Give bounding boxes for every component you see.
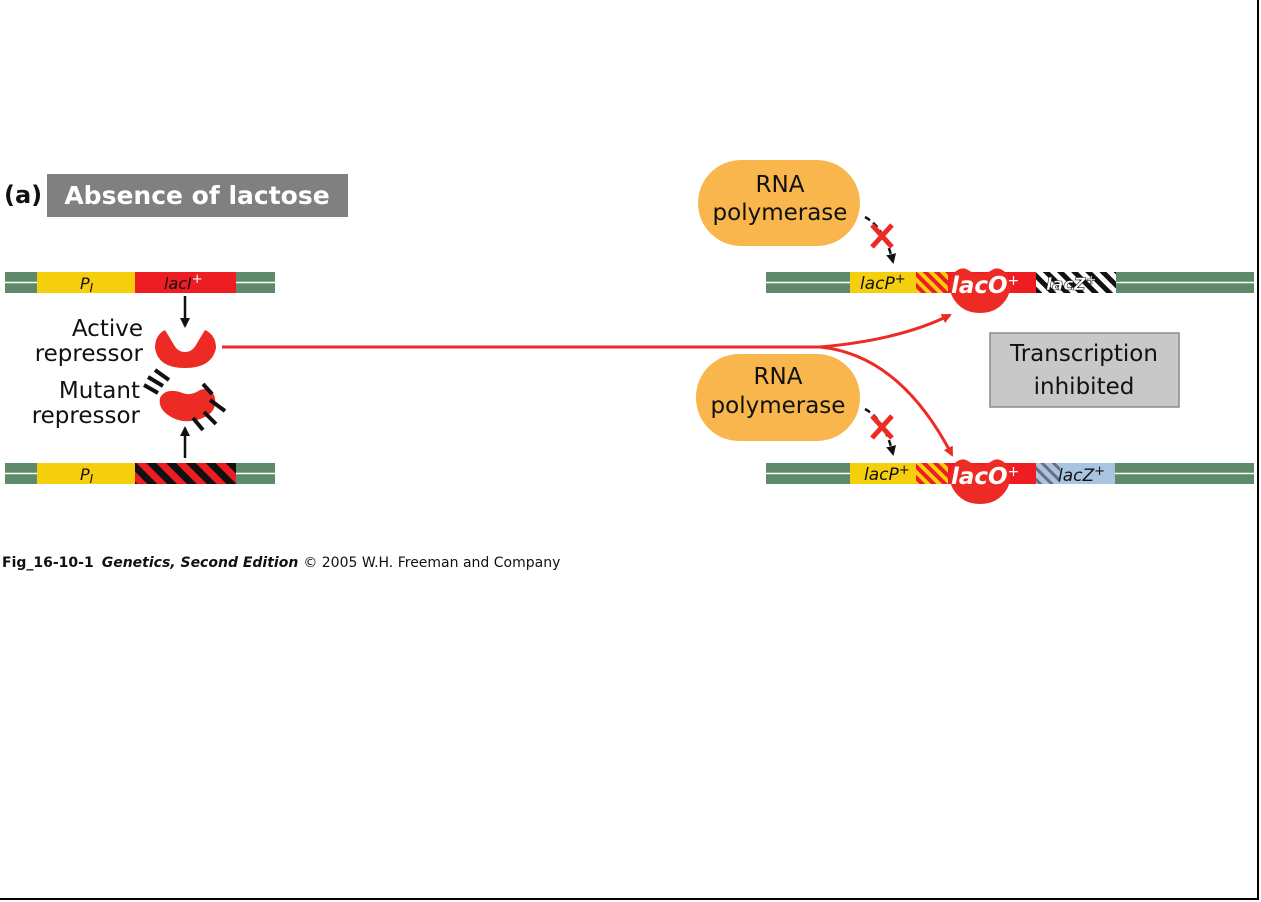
panel-letter: (a) xyxy=(4,181,42,209)
mutant-laci-gene xyxy=(135,463,236,484)
panel-title-box xyxy=(47,174,348,217)
svg-text:Transcription: Transcription xyxy=(1009,341,1158,367)
bottom-operon: lacP+ lacO+ lacZ+ xyxy=(766,459,1254,504)
blocked-x-icon-top xyxy=(870,223,894,249)
lacz-label-top: lacZ+ xyxy=(1046,273,1097,295)
mutant-repressor-label-2: repressor xyxy=(32,403,141,429)
svg-text:polymerase: polymerase xyxy=(713,200,848,226)
pi-label-top: PI xyxy=(80,274,94,295)
lacp-region-top xyxy=(850,272,916,293)
lacp-region-bottom xyxy=(850,463,916,484)
mutant-repressor-label-1: Mutant xyxy=(59,378,140,404)
rna-polymerase-bottom: RNA polymerase xyxy=(696,354,860,441)
laci-label: lacI+ xyxy=(164,272,203,293)
lacz-label-bottom: lacZ+ xyxy=(1058,464,1105,486)
active-repressor-label-2: repressor xyxy=(35,341,144,367)
pi-label-bottom: PI xyxy=(80,465,94,486)
active-repressor-label-1: Active xyxy=(72,316,143,342)
transcription-status-box: Transcription inhibited xyxy=(989,332,1180,408)
lacp-label-top: lacP+ xyxy=(860,272,906,294)
top-operon: lacP+ lacO+ lacZ+ xyxy=(766,268,1254,313)
repressor-path-top xyxy=(819,313,952,349)
svg-text:RNA: RNA xyxy=(756,172,805,198)
mutant-repressor-icon xyxy=(143,368,227,432)
blocked-x-icon-bottom xyxy=(870,414,894,440)
repressor-path-bottom xyxy=(819,345,954,457)
active-repressor-icon xyxy=(155,330,216,368)
panel-title: Absence of lactose xyxy=(64,181,329,210)
left-top-dna: PI lacI+ xyxy=(5,272,275,295)
rna-polymerase-top: RNA polymerase xyxy=(698,160,860,246)
left-bottom-dna: PI xyxy=(5,463,275,486)
lacz-region-top xyxy=(1036,272,1116,293)
svg-text:inhibited: inhibited xyxy=(1034,374,1135,400)
svg-text:RNA: RNA xyxy=(754,364,803,390)
bound-repressor-bottom xyxy=(949,459,1011,504)
svg-text:polymerase: polymerase xyxy=(711,393,846,419)
lacp-label-bottom: lacP+ xyxy=(864,463,910,485)
laco-label-top: lacO+ xyxy=(951,273,1019,299)
lacp-overlap-bottom xyxy=(916,463,948,484)
lacz-overlap-bottom xyxy=(1036,463,1060,484)
laci-gene xyxy=(135,272,236,293)
bound-repressor-top xyxy=(949,268,1011,313)
lacp-overlap-top xyxy=(916,272,948,293)
promoter-pi-top xyxy=(37,272,135,293)
lacz-region-bottom xyxy=(1060,463,1115,484)
promoter-pi-bottom xyxy=(37,463,135,484)
laco-label-bottom: lacO+ xyxy=(951,464,1019,490)
